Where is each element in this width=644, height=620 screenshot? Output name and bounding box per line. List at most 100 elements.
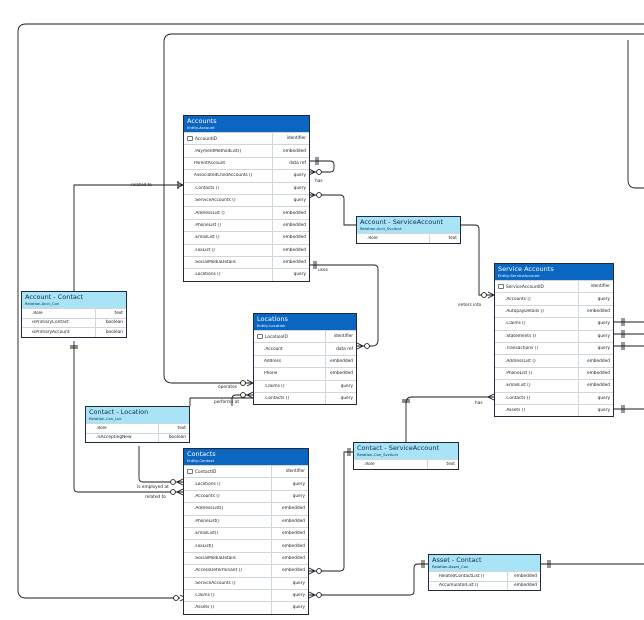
attribute-row[interactable]: .Contacts ()query (495, 391, 613, 404)
relation-subtitle: Relation-Acct_Con (25, 301, 60, 306)
bars-service-right (621, 318, 625, 413)
entity-subtitle: Entity-Contact (187, 458, 215, 463)
edge-label-enters-into: enters into (458, 303, 482, 308)
relation-subtitle: Relation-Con_SvcAcct (357, 452, 399, 457)
edge-label-related-to: related to (131, 183, 152, 188)
attribute-row[interactable]: .Assets ()query (495, 403, 613, 417)
relation-header: Contact - ServiceAccount Relation-Con_Sv… (354, 443, 458, 459)
attribute-row[interactable]: RelatedContactList ()embedded (429, 571, 540, 581)
edge-label-uses: uses (318, 268, 328, 273)
relation-account-contact[interactable]: Account - Contact Relation-Acct_Con .Rol… (21, 291, 127, 338)
relation-account-serviceaccount[interactable]: Account - ServiceAccount Relation-Acct_S… (356, 216, 461, 244)
entity-title: Service Accounts (498, 265, 554, 273)
key-icon (498, 283, 504, 289)
attribute-row[interactable]: .AccessDeterminant ()embedded (184, 564, 308, 577)
optional-circle-1 (316, 169, 322, 175)
optional-circle-5 (240, 392, 246, 398)
attribute-row[interactable]: .Locations ()query (184, 477, 308, 490)
relation-subtitle: Relation-Con_Loc (89, 416, 122, 421)
attribute-row[interactable]: .Transactions ()query (495, 341, 613, 355)
relation-contact-location[interactable]: Contact - Location Relation-Con_Loc .Rol… (85, 406, 190, 443)
entity-header: Locations Entity-Location (254, 314, 356, 330)
attribute-row[interactable]: .Accounts ()query (184, 489, 308, 503)
optional-circle-7 (170, 489, 176, 495)
attribute-row[interactable]: .FaxList ()embedded (184, 243, 309, 256)
relation-subtitle: Relation-Asset_Con (432, 564, 469, 569)
attribute-row[interactable]: .ServiceAccounts ()query (184, 193, 309, 207)
attribute-row[interactable]: .Accounts ()query (495, 292, 613, 305)
relation-subtitle: Relation-Acct_SvcAcct (360, 226, 402, 231)
attribute-row[interactable]: .Contacts ()query (184, 181, 309, 194)
crow-foot-self-ref (308, 168, 317, 176)
attribute-row[interactable]: .EmailList()embedded (184, 526, 308, 540)
relation-header: Account - Contact Relation-Acct_Con (22, 292, 126, 308)
attribute-row[interactable]: AccumulatorList ()embedded (429, 580, 540, 590)
attribute-row[interactable]: .Locations ()query (184, 268, 309, 281)
relation-header: Contact - Location Relation-Con_Loc (86, 407, 189, 423)
attribute-row[interactable]: .EmailList ()embedded (495, 379, 613, 392)
attribute-row[interactable]: .Claims ()query (495, 317, 613, 330)
attribute-row[interactable]: .ServiceAccounts ()query (184, 576, 308, 589)
top-loop-line (163, 33, 644, 384)
attribute-row[interactable]: .PaymentMethodList()embedded (184, 144, 309, 157)
acct-contact-accounts-line (73, 184, 183, 291)
crow-foot-locations (356, 342, 365, 350)
crow-foot-contacts-svc (308, 567, 317, 575)
attribute-row[interactable]: .PhoneList ()embedded (495, 366, 613, 380)
bar-locations-top (313, 261, 317, 269)
bar-asset-left (421, 560, 425, 568)
optional-circle-11 (240, 380, 246, 386)
attribute-row[interactable]: .FaxList()embedded (184, 539, 308, 552)
attribute-row[interactable]: .AutopayDetails ()embedded (495, 304, 613, 318)
key-icon (257, 333, 263, 339)
attribute-row[interactable]: .Assets ()query (184, 601, 308, 614)
attribute-row[interactable]: .PhoneList ()embedded (184, 218, 309, 232)
bar-self-ref (315, 157, 319, 165)
edge-label-has-2: has (475, 401, 483, 406)
attribute-row[interactable]: AssociatedChildAccounts ()query (184, 169, 309, 182)
entity-header: Accounts Entity-Account (184, 116, 309, 132)
attribute-row[interactable]: .AddressList()embedded (184, 502, 308, 515)
crow-foot-loc-operates (245, 391, 254, 399)
attribute-row[interactable]: .EmailList ()embedded (184, 231, 309, 244)
attribute-row[interactable]: .PhoneList()embedded (184, 514, 308, 527)
attribute-row[interactable]: .AddressList ()embedded (184, 206, 309, 219)
acctcon-contacts-line (73, 341, 183, 493)
attribute-row[interactable]: .Contacts ()query (254, 391, 356, 405)
attribute-row[interactable]: .Statements ()query (495, 329, 613, 342)
entity-service-accounts[interactable]: Service Accounts Entity-ServiceAccount S… (494, 263, 614, 418)
attribute-row[interactable]: .AddressList ()embedded (495, 354, 613, 367)
attribute-row[interactable]: .Claims ()query (184, 588, 308, 602)
outer-loop-line (17, 23, 644, 599)
attribute-row[interactable]: .Claims ()query (254, 379, 356, 392)
bar-asset-right (547, 560, 551, 568)
relation-contact-serviceaccount[interactable]: Contact - ServiceAccount Relation-Con_Sv… (353, 442, 459, 470)
relation-header: Account - ServiceAccount Relation-Acct_S… (357, 217, 460, 233)
edge-label-performs-at: performs at (214, 400, 240, 405)
crow-foot-service-contacts (486, 393, 495, 401)
relation-asset-contact[interactable]: Asset - Contact Relation-Asset_Con Relat… (428, 554, 541, 591)
bar-acctcon-bottom (70, 345, 78, 349)
locations-performs-line (189, 397, 253, 406)
